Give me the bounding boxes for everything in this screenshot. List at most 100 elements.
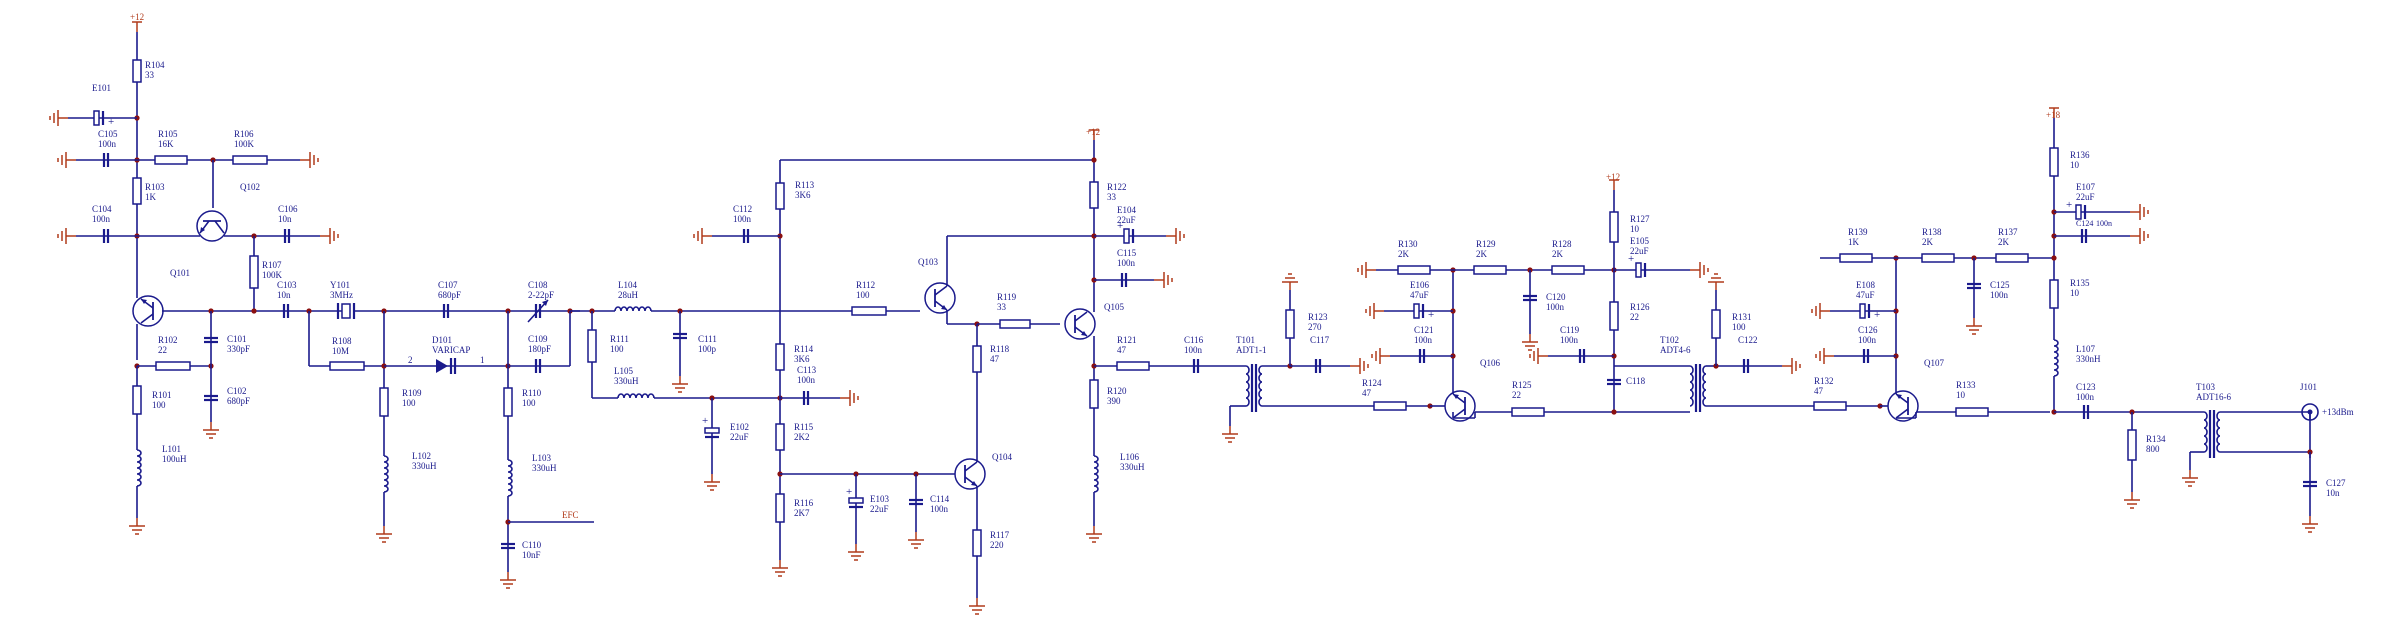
inductor-L103 xyxy=(507,459,513,497)
label-E105: E105 xyxy=(1630,236,1649,246)
resistor-R123 xyxy=(1285,309,1295,339)
pin-label-2: 2 xyxy=(408,355,413,365)
label-E104: E104 xyxy=(1117,205,1136,215)
power-label-2: +12 xyxy=(1086,127,1100,137)
value-C124: 100n xyxy=(2096,219,2112,228)
label-R131: R131 xyxy=(1732,312,1752,322)
electrolytic-E106 xyxy=(1413,303,1420,319)
label-R127: R127 xyxy=(1630,214,1650,224)
value-L105: 330uH xyxy=(614,376,639,386)
value-R130: 2K xyxy=(1398,249,1410,259)
resistor-R135 xyxy=(2049,279,2059,309)
value-R121: 47 xyxy=(1117,345,1127,355)
label-R133: R133 xyxy=(1956,380,1976,390)
value-C108: 2-22pF xyxy=(528,290,554,300)
label-T103: T103 xyxy=(2196,382,2215,392)
label-R120: R120 xyxy=(1107,386,1127,396)
label-R130: R130 xyxy=(1398,239,1418,249)
value-R108: 10M xyxy=(332,346,349,356)
crystal-Y101 xyxy=(341,303,351,319)
value-L104: 28uH xyxy=(618,290,639,300)
inductor-L107 xyxy=(2053,339,2059,377)
label-L105: L105 xyxy=(614,366,633,376)
value-C105: 100n xyxy=(98,139,117,149)
label-R134: R134 xyxy=(2146,434,2166,444)
label-C126: C126 xyxy=(1858,325,1878,335)
value-R107: 100K xyxy=(262,270,283,280)
resistor-R105 xyxy=(154,155,188,165)
value-T101: ADT1-1 xyxy=(1236,345,1267,355)
transformer-T101 xyxy=(1245,365,1250,407)
svg-text:+: + xyxy=(1628,253,1634,265)
label-C124: C124 xyxy=(2076,219,2093,228)
value-C103: 10n xyxy=(277,290,291,300)
label-R129: R129 xyxy=(1476,239,1496,249)
electrolytic-E102 xyxy=(704,427,720,434)
label-Q107: Q107 xyxy=(1924,358,1944,368)
electrolytic-E104 xyxy=(1123,228,1130,244)
label-C101: C101 xyxy=(227,334,247,344)
value-R118: 47 xyxy=(990,354,1000,364)
label-C125: C125 xyxy=(1990,280,2010,290)
resistor-R132 xyxy=(1813,401,1847,411)
value-R101: 100 xyxy=(152,400,166,410)
resistor-R116 xyxy=(775,493,785,523)
label-R108: R108 xyxy=(332,336,352,346)
value-R125: 22 xyxy=(1512,390,1521,400)
value-R106: 100K xyxy=(234,139,255,149)
value-C126: 100n xyxy=(1858,335,1877,345)
value-R134: 800 xyxy=(2146,444,2160,454)
transistor-Q102 xyxy=(196,210,228,242)
label-R116: R116 xyxy=(794,498,814,508)
value-R116: 2K7 xyxy=(794,508,810,518)
value-T103: ADT16-6 xyxy=(2196,392,2231,402)
value-R119: 33 xyxy=(997,302,1007,312)
label-R118: R118 xyxy=(990,344,1010,354)
resistor-R118 xyxy=(972,345,982,373)
label-R107: R107 xyxy=(262,260,282,270)
inductor-L105 xyxy=(617,393,655,399)
label-C111: C111 xyxy=(698,334,717,344)
label-Q106: Q106 xyxy=(1480,358,1500,368)
value-L101: 100uH xyxy=(162,454,187,464)
connector-J101[interactable] xyxy=(2301,403,2319,421)
resistor-R130 xyxy=(1397,265,1431,275)
svg-text:+: + xyxy=(1117,220,1123,232)
value-R127: 10 xyxy=(1630,224,1640,234)
resistor-R134 xyxy=(2127,429,2137,461)
value-R128: 2K xyxy=(1552,249,1564,259)
value-L106: 330uH xyxy=(1120,462,1145,472)
label-C120: C120 xyxy=(1546,292,1566,302)
label-R115: R115 xyxy=(794,422,814,432)
label-R128: R128 xyxy=(1552,239,1572,249)
label-C105: C105 xyxy=(98,129,118,139)
value-C106: 10n xyxy=(278,214,292,224)
transistor-Q107 xyxy=(1887,390,1919,422)
label-R110: R110 xyxy=(522,388,542,398)
value-E107: 22uF xyxy=(2076,192,2095,202)
resistor-R103 xyxy=(132,177,142,205)
label-C118: C118 xyxy=(1626,376,1646,386)
value-C127: 10n xyxy=(2326,488,2340,498)
resistor-R107 xyxy=(249,255,259,289)
label-C104: C104 xyxy=(92,204,112,214)
label-C119: C119 xyxy=(1560,325,1580,335)
value-L107: 330nH xyxy=(2076,354,2101,364)
electrolytic-E107 xyxy=(2075,204,2082,220)
label-R139: R139 xyxy=(1848,227,1868,237)
label-R136: R136 xyxy=(2070,150,2090,160)
resistor-R109 xyxy=(379,387,389,417)
svg-text:+: + xyxy=(1874,309,1880,321)
resistor-R126 xyxy=(1609,301,1619,331)
value-D101: VARICAP xyxy=(432,345,470,355)
label-R124: R124 xyxy=(1362,378,1382,388)
electrolytic-E101 xyxy=(93,110,100,126)
label-Q105: Q105 xyxy=(1104,302,1124,312)
value-R123: 270 xyxy=(1308,322,1322,332)
label-T102: T102 xyxy=(1660,335,1679,345)
label-R123: R123 xyxy=(1308,312,1328,322)
label-L104: L104 xyxy=(618,280,637,290)
value-C115: 100n xyxy=(1117,258,1136,268)
label-C112: C112 xyxy=(733,204,752,214)
label-C108: C108 xyxy=(528,280,548,290)
